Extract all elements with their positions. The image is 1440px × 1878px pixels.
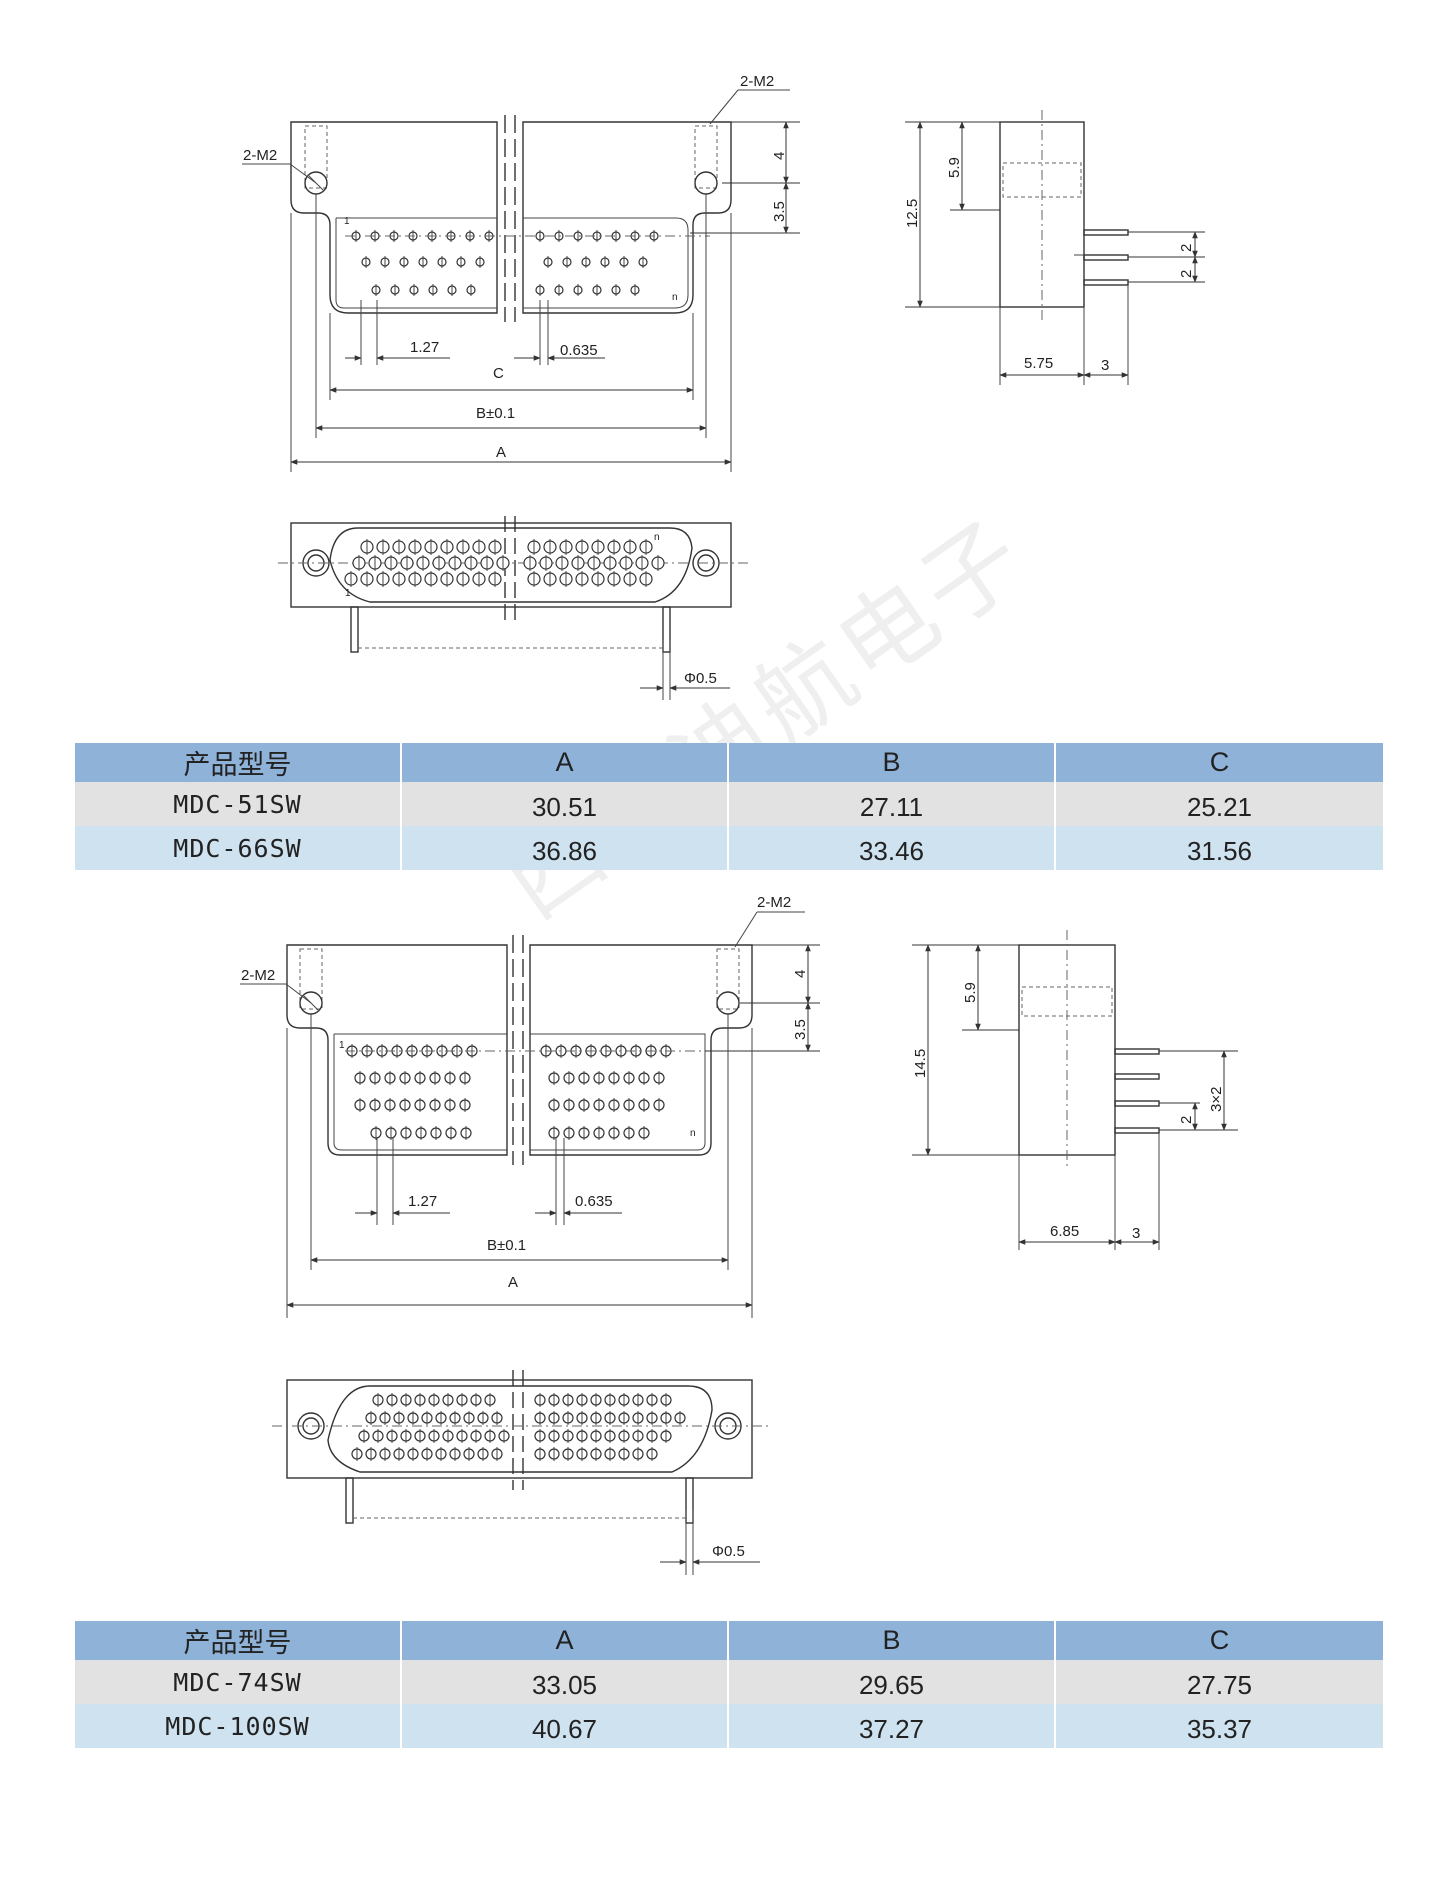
pin-last-label: n <box>672 292 678 303</box>
cell-b: 37.27 <box>728 1704 1056 1748</box>
cell-model: MDC-74SW <box>75 1660 402 1704</box>
dim-3-5: 3.5 <box>771 201 788 222</box>
header-b: B <box>728 743 1056 782</box>
cell-a: 36.86 <box>401 826 729 870</box>
d2-side-5-9: 5.9 <box>962 982 979 1003</box>
table-row: MDC-66SW 36.86 33.46 31.56 <box>75 826 1383 870</box>
d2-dim-phi: Φ0.5 <box>712 1543 745 1560</box>
drawing2-bottom-view: Φ0.5 <box>272 1370 768 1575</box>
d2-pin-first: 1 <box>339 1040 345 1051</box>
cell-b: 29.65 <box>728 1660 1056 1704</box>
drawing1-bottom-pins <box>344 539 665 587</box>
dim-pitch: 1.27 <box>410 339 439 356</box>
d2-side-2: 2 <box>1178 1116 1195 1124</box>
d2-side-6-85: 6.85 <box>1050 1223 1079 1240</box>
header-model: 产品型号 <box>75 743 402 782</box>
callout-2-m2-left: 2-M2 <box>243 147 277 164</box>
drawing2-side-view: 14.5 5.9 3×2 2 6.85 3 <box>912 930 1238 1250</box>
cell-model: MDC-100SW <box>75 1704 402 1748</box>
drawing1-pin-grid <box>351 230 659 296</box>
cell-c: 27.75 <box>1055 1660 1383 1704</box>
d2-callout-2-m2-right: 2-M2 <box>757 894 791 911</box>
table-row: MDC-100SW 40.67 37.27 35.37 <box>75 1704 1383 1748</box>
header-c: C <box>1055 743 1383 782</box>
header-c: C <box>1055 1621 1383 1660</box>
cell-model: MDC-51SW <box>75 782 402 826</box>
dim-offset: 0.635 <box>560 342 598 359</box>
side-2a: 2 <box>1178 244 1195 252</box>
drawing2-pin-grid <box>346 1044 672 1140</box>
header-a: A <box>401 743 729 782</box>
d2-side-3x2: 3×2 <box>1208 1087 1225 1112</box>
d2-side-14-5: 14.5 <box>912 1049 929 1078</box>
cell-a: 40.67 <box>401 1704 729 1748</box>
side-3: 3 <box>1101 357 1109 374</box>
dim-c: C <box>493 365 504 382</box>
cell-b: 27.11 <box>728 782 1056 826</box>
dim-a: A <box>496 444 506 461</box>
side-2b: 2 <box>1178 270 1195 278</box>
d2-dim-3-5: 3.5 <box>792 1019 809 1040</box>
spec-table-2: 产品型号 A B C MDC-74SW 33.05 29.65 27.75 MD… <box>75 1621 1383 1748</box>
d2-dim-a: A <box>508 1274 518 1291</box>
d2-dim-pitch: 1.27 <box>408 1193 437 1210</box>
d2-dim-4: 4 <box>792 970 809 978</box>
dim-4: 4 <box>771 152 788 160</box>
table-row: MDC-74SW 33.05 29.65 27.75 <box>75 1660 1383 1704</box>
cell-c: 35.37 <box>1055 1704 1383 1748</box>
d2-callout-2-m2-left: 2-M2 <box>241 967 275 984</box>
dim-phi: Φ0.5 <box>684 670 717 687</box>
cell-a: 33.05 <box>401 1660 729 1704</box>
table-header-row: 产品型号 A B C <box>75 1621 1383 1660</box>
d2-side-3: 3 <box>1132 1225 1140 1242</box>
drawing1-bottom-view: n 1 Φ0.5 <box>278 516 748 700</box>
cell-model: MDC-66SW <box>75 826 402 870</box>
table-header-row: 产品型号 A B C <box>75 743 1383 782</box>
header-model: 产品型号 <box>75 1621 402 1660</box>
d2-dim-b: B±0.1 <box>487 1237 526 1254</box>
side-12-5: 12.5 <box>904 199 921 228</box>
drawing1-side-view: 12.5 5.9 2 2 5.75 3 <box>904 110 1205 385</box>
spec-table-1: 产品型号 A B C MDC-51SW 30.51 27.11 25.21 MD… <box>75 743 1383 870</box>
pin-first-label: 1 <box>344 216 350 227</box>
dim-b: B±0.1 <box>476 405 515 422</box>
callout-2-m2-right: 2-M2 <box>740 73 774 90</box>
side-5-9: 5.9 <box>946 157 963 178</box>
side-5-75: 5.75 <box>1024 355 1053 372</box>
drawing2-bottom-pins <box>351 1393 686 1461</box>
cell-c: 31.56 <box>1055 826 1383 870</box>
cell-c: 25.21 <box>1055 782 1383 826</box>
drawing2-front-view: 1 n 4 3.5 2-M2 2-M2 1.27 0.635 B±0.1 <box>240 894 820 1318</box>
cell-a: 30.51 <box>401 782 729 826</box>
bottom-pin-last: n <box>654 532 660 543</box>
drawing1-front-view: 1 n 4 3.5 2-M2 2-M2 1.27 0.635 C <box>242 73 800 472</box>
header-a: A <box>401 1621 729 1660</box>
cell-b: 33.46 <box>728 826 1056 870</box>
header-b: B <box>728 1621 1056 1660</box>
bottom-pin-first: 1 <box>345 588 351 599</box>
table-row: MDC-51SW 30.51 27.11 25.21 <box>75 782 1383 826</box>
d2-pin-last: n <box>690 1128 696 1139</box>
d2-dim-offset: 0.635 <box>575 1193 613 1210</box>
